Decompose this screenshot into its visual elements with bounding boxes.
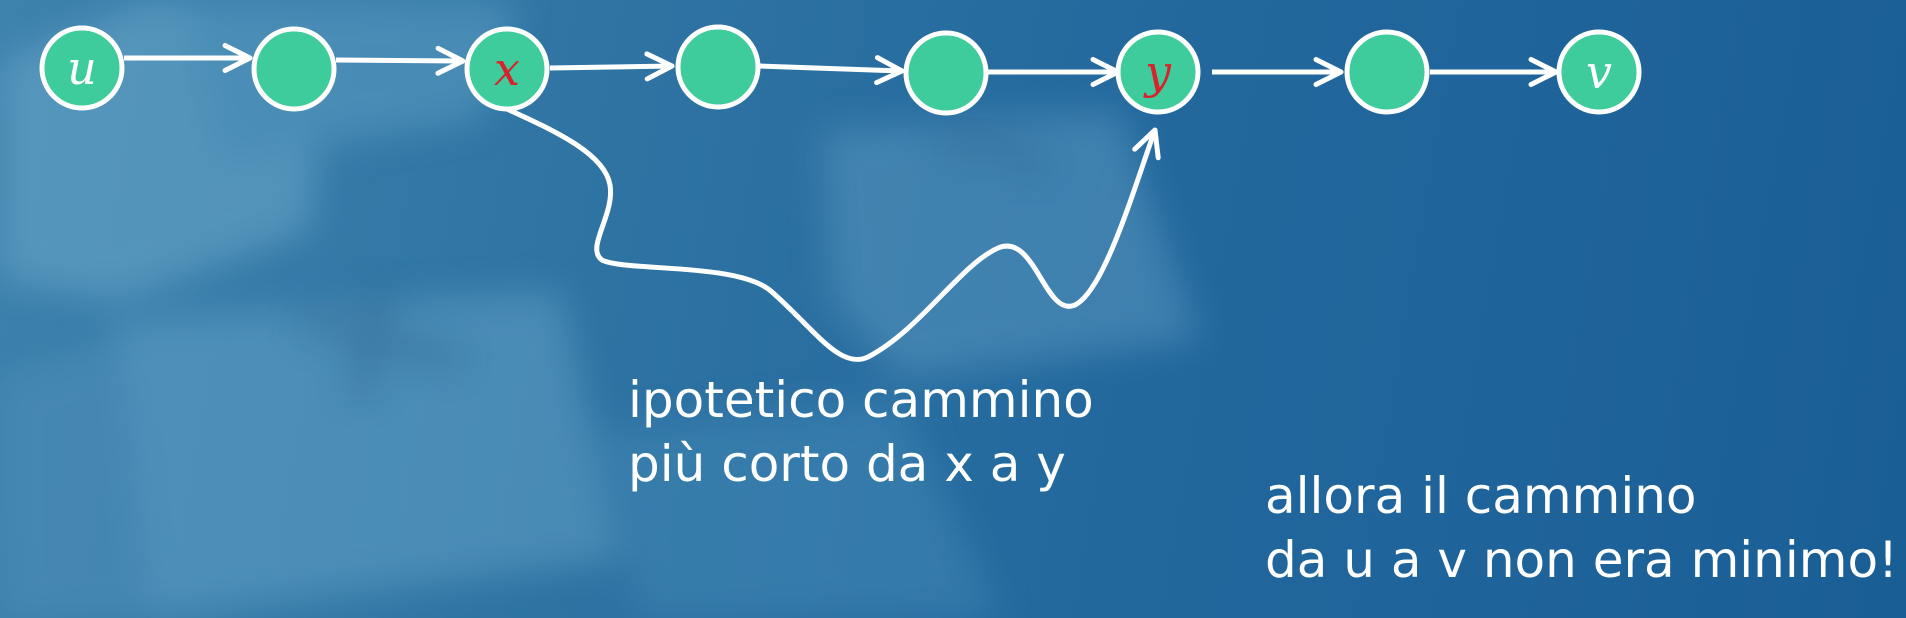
node-x: x [464,26,550,112]
hypothetical-shortcut-path [505,106,1161,362]
conclusion-caption: allora il cammino da u a v non era minim… [1265,464,1898,592]
conclusion-caption-line1: allora il cammino [1265,467,1697,525]
node-4 [675,24,761,110]
node-u: u [39,25,125,111]
hypothetical-path-caption: ipotetico cammino più corto da x a y [628,368,1094,496]
edge-node2-to-x [335,45,466,76]
node-y: y [1115,29,1201,115]
graph-nodes: u x y v [39,24,1642,116]
edge-x-to-node4 [549,51,675,82]
node-label-v: v [1586,45,1612,99]
hypothetical-path-caption-line1: ipotetico cammino [628,371,1094,429]
conclusion-caption-line2: da u a v non era minimo! [1265,531,1899,589]
node-v: v [1556,29,1642,115]
node-label-y: y [1143,45,1172,99]
path-edges [124,43,1559,87]
edge-node4-to-node5 [759,55,905,86]
node-2 [251,26,337,112]
node-5 [903,30,989,116]
node-label-x: x [494,42,520,96]
node-7 [1344,29,1430,115]
node-label-u: u [67,41,97,95]
hypothetical-path-caption-line2: più corto da x a y [628,435,1066,493]
